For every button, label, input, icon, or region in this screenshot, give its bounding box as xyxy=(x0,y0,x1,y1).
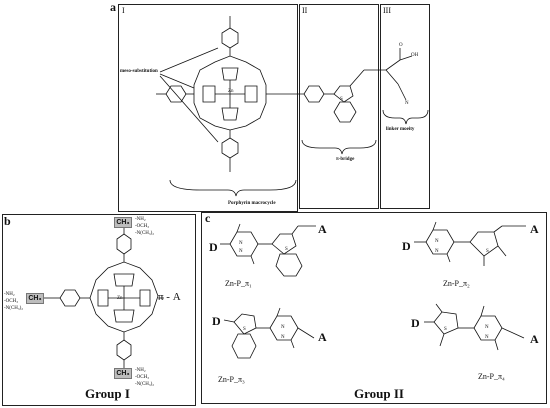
pi-a-label: π - A xyxy=(158,291,181,303)
donor-2-label: D xyxy=(402,239,411,253)
bottom-sub-2: -OCH₃ xyxy=(135,375,149,380)
bridge-brace xyxy=(301,139,377,155)
acceptor-1-label: A xyxy=(318,222,327,236)
s-atom-a: S xyxy=(340,97,343,102)
nitrile-n-label: N xyxy=(405,101,409,106)
meso-substitution-label: meso-substitution xyxy=(120,69,158,74)
panel-a-letter: a xyxy=(110,0,116,14)
meso-phenyl-top-b xyxy=(116,228,132,262)
s-atom-1: S xyxy=(285,247,288,252)
meso-phenyl-right-a xyxy=(266,85,325,103)
left-sub-1: -NH₂ xyxy=(4,292,15,297)
section-i-label: I xyxy=(122,6,125,15)
zn-a-label: Zn xyxy=(228,89,234,94)
edot-bridge-a xyxy=(324,69,365,123)
s-atom-2: S xyxy=(486,249,489,254)
zn-p-pi2-structure xyxy=(414,221,526,266)
linker-brace xyxy=(382,109,429,125)
n-atom-1b: N xyxy=(239,249,243,254)
panel-c-frame xyxy=(201,212,547,404)
pi-bridge-label: π-bridge xyxy=(336,157,355,162)
panel-b-frame xyxy=(2,214,196,406)
left-sub-2: -OCH₃ xyxy=(4,299,18,304)
n-atom-2b: N xyxy=(435,249,439,254)
ch3-top-box: CH₃ xyxy=(114,217,132,228)
n-atom-4b: N xyxy=(485,335,489,340)
n-atom-4a: N xyxy=(485,325,489,330)
section-ii-label: II xyxy=(302,6,308,15)
n-atom-2a: N xyxy=(435,239,439,244)
zn-b-label: Zn xyxy=(117,296,123,301)
ch3-bottom-box: CH₃ xyxy=(114,368,132,379)
acceptor-2-label: A xyxy=(530,222,539,236)
left-sub-3: -N(CH₃)₂ xyxy=(4,306,24,311)
linker-moiety-label: linker moeity xyxy=(386,127,415,132)
group-i-label: Group I xyxy=(85,386,130,401)
meso-phenyl-bottom-b xyxy=(116,332,132,368)
zn-p-pi4-structure xyxy=(424,303,525,351)
s-atom-4: S xyxy=(444,327,447,332)
acceptor-4-label: A xyxy=(530,332,539,346)
top-sub-2: -OCH₃ xyxy=(135,224,149,229)
panel-c-letter: c xyxy=(205,211,211,225)
porphyrin-brace xyxy=(169,179,297,197)
donor-4-label: D xyxy=(411,316,420,330)
ch3-left-box: CH₃ xyxy=(26,293,44,304)
porphyrin-core-b xyxy=(89,261,159,333)
meso-phenyl-top-a xyxy=(221,16,239,56)
name-3-label: Zn-P_π₃ xyxy=(218,375,245,384)
meso-phenyl-bottom-a xyxy=(221,130,239,172)
name-2-label: Zn-P_π₂ xyxy=(443,279,470,288)
donor-1-label: D xyxy=(209,240,218,254)
n-atom-1a: N xyxy=(239,241,243,246)
top-sub-3: -N(CH₃)₂ xyxy=(135,231,155,236)
bottom-sub-1: -NH₂ xyxy=(135,368,146,373)
panel-a-frame xyxy=(118,4,298,212)
carboxyl-o-label: O xyxy=(399,43,403,48)
meso-phenyl-left-a xyxy=(156,85,194,103)
zn-p-pi3-structure xyxy=(223,307,315,359)
donor-3-label: D xyxy=(212,314,221,328)
zn-p-pi1-structure xyxy=(220,223,316,277)
carboxyl-oh-label: OH xyxy=(411,53,419,58)
cyanoacrylic-linker-a xyxy=(364,48,413,101)
bottom-sub-3: -N(CH₃)₂ xyxy=(135,382,155,387)
name-4-label: Zn-P_π₄ xyxy=(478,372,505,381)
acceptor-3-label: A xyxy=(318,330,327,344)
n-atom-3a: N xyxy=(281,325,285,330)
porphyrin-core-a xyxy=(193,55,267,131)
n-atom-3b: N xyxy=(281,335,285,340)
porphyrin-macrocycle-label: Porphyrin macrocycle xyxy=(228,201,276,206)
name-1-label: Zn-P_π₁ xyxy=(225,279,252,288)
s-atom-3: S xyxy=(243,327,246,332)
group-ii-label: Group II xyxy=(354,386,404,401)
panel-a-linker-frame xyxy=(380,4,430,209)
meso-arrows xyxy=(159,47,219,143)
panel-b-letter: b xyxy=(4,214,11,228)
section-iii-label: III xyxy=(383,6,391,15)
meso-phenyl-left-b xyxy=(44,289,90,307)
top-sub-1: -NH₂ xyxy=(135,217,146,222)
panel-a-bridge-frame xyxy=(299,4,379,209)
